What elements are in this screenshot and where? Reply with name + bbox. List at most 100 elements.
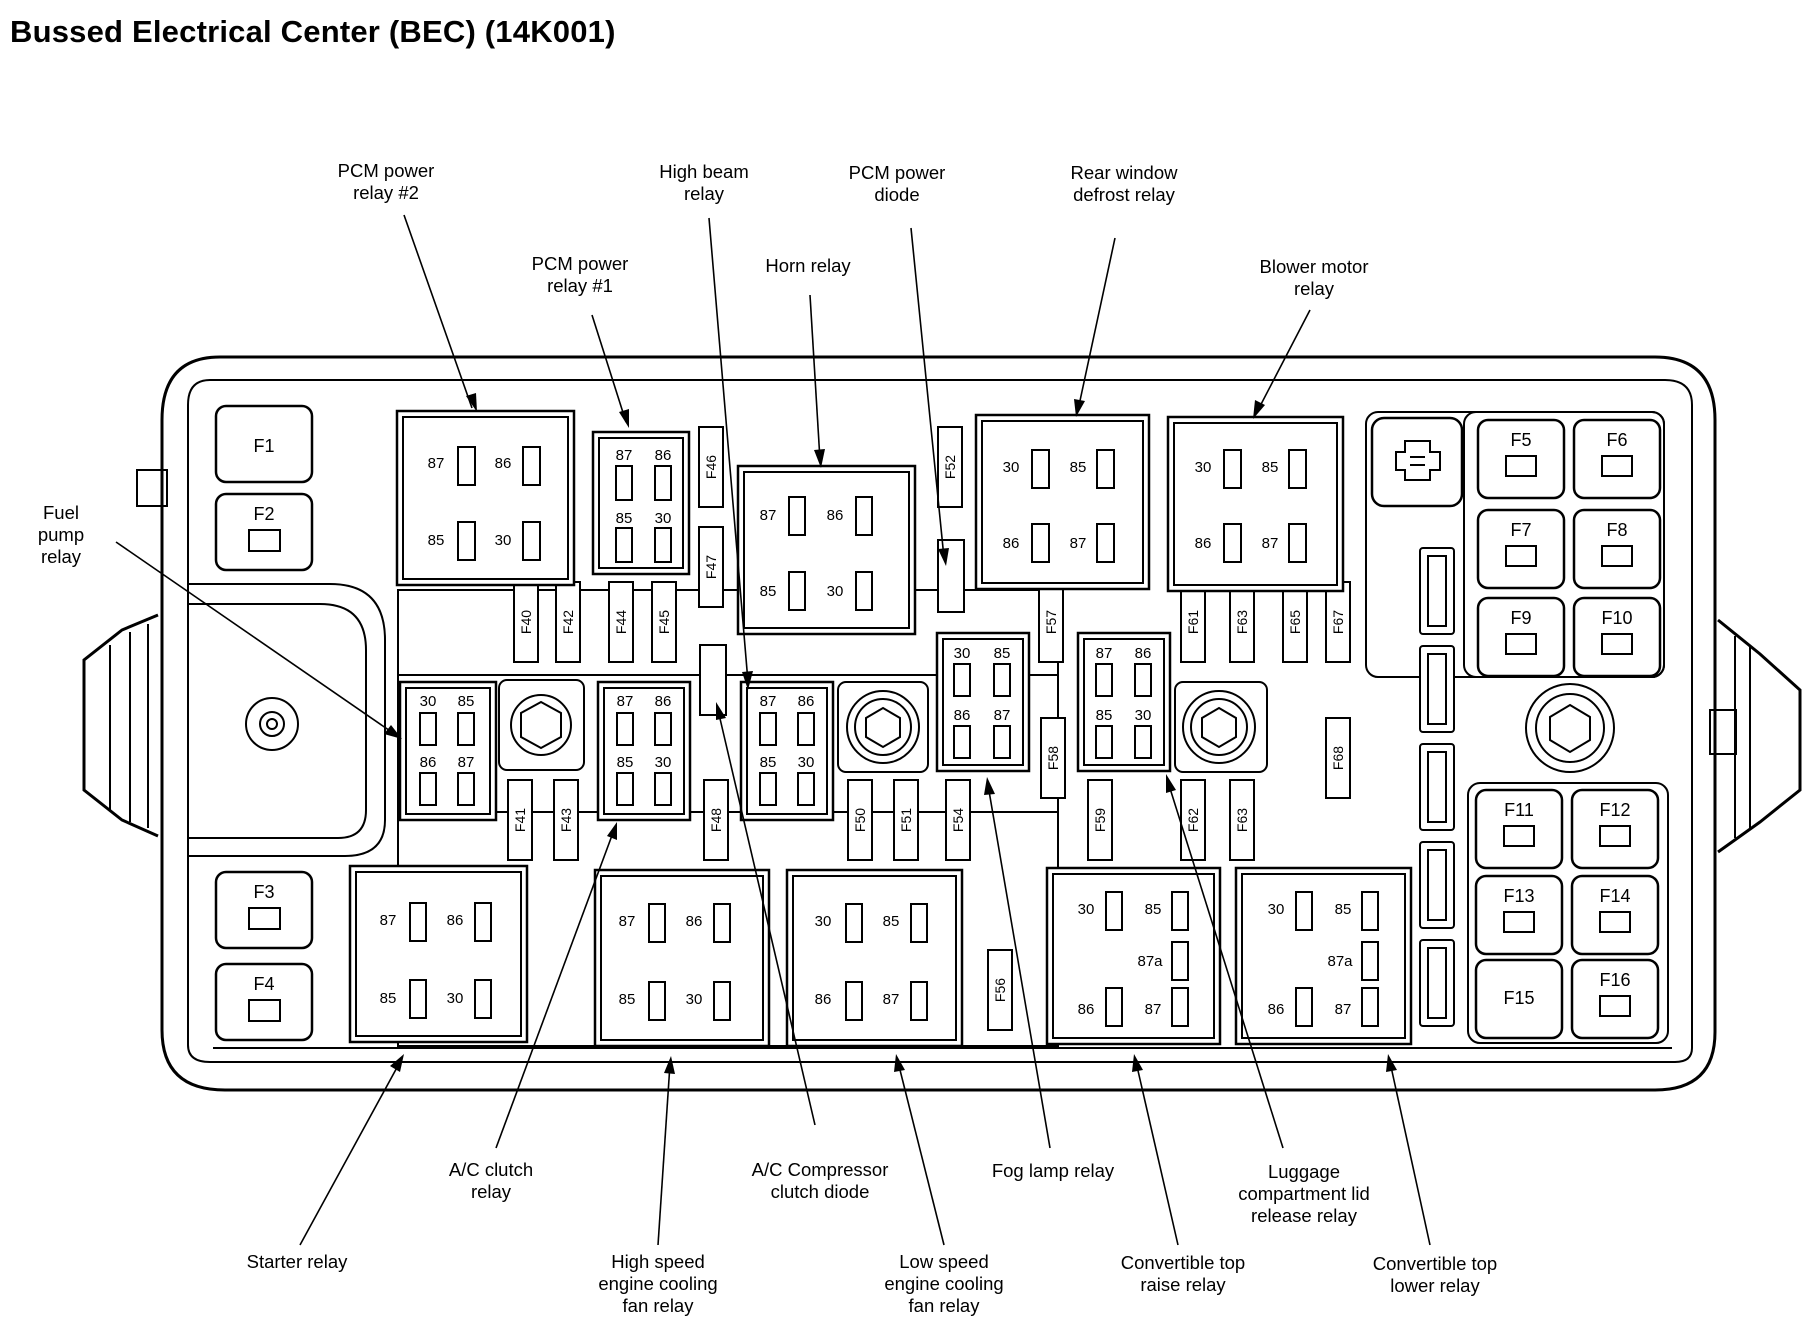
mini-fuse-label: F63 [1234, 808, 1250, 832]
callout-low-speed-fan-relay: Low speed engine cooling fan relay [884, 1251, 1003, 1316]
bottom-row-fuse-slot [847, 779, 873, 861]
fuse-f7-label: F7 [1510, 520, 1531, 540]
pin-label: 30 [495, 532, 512, 549]
bottom-row-fuse-slot [893, 779, 919, 861]
mini-fuse-label: F41 [512, 808, 528, 832]
top-row-fuse-slot [608, 581, 634, 663]
fuse-f3: F3 [214, 870, 314, 950]
fuse-f13: F13 [1474, 874, 1564, 956]
pin-label: 85 [380, 990, 397, 1007]
pin-label: 30 [798, 754, 815, 771]
fuse-f9: F9 [1476, 596, 1566, 678]
callout-line: Horn relay [765, 255, 851, 276]
callout-line: engine cooling [598, 1273, 717, 1294]
ac-compressor-clutch-diode [699, 644, 727, 716]
top-row-fuse-slot [1229, 581, 1255, 663]
fuse-f4: F4 [214, 962, 314, 1042]
mini-fuse-label: F58 [1045, 746, 1061, 770]
callout-line: Rear window [1071, 162, 1179, 183]
pin-label: 30 [827, 583, 844, 600]
relay-convertible-top-raise: 30 85 87a 86 87 [1045, 866, 1222, 1046]
callout-line: relay [41, 546, 82, 567]
callout-high-beam-relay: High beam relay [659, 161, 748, 204]
fuse-f4-label: F4 [253, 974, 274, 994]
callout-line: PCM power [849, 162, 946, 183]
callout-starter-relay: Starter relay [247, 1251, 349, 1272]
callout-line: PCM power [532, 253, 629, 274]
fuse-f5: F5 [1476, 418, 1566, 500]
callout-line: relay [1294, 278, 1335, 299]
fuse-f1: F1 [214, 404, 314, 484]
pin-label: 30 [686, 991, 703, 1008]
callout-blower-motor-relay: Blower motor relay [1260, 256, 1369, 299]
relay-convertible-top-lower: 30 85 87a 86 87 [1234, 866, 1413, 1046]
mini-fuse-label: F43 [558, 808, 574, 832]
fuse-f14: F14 [1570, 874, 1660, 956]
callout-luggage-lid-release-relay: Luggage compartment lid release relay [1238, 1161, 1370, 1226]
bottom-row-fuse-slot [1040, 717, 1066, 799]
pin-label: 87 [1145, 1001, 1162, 1018]
pin-label: 30 [420, 693, 437, 710]
callout-ac-compressor-clutch-diode: A/C Compressor clutch diode [752, 1159, 889, 1202]
mini-fuse-label: F62 [1185, 808, 1201, 832]
callout-line: relay [684, 183, 725, 204]
mini-fuse-label: F46 [703, 455, 719, 479]
pin-label: 87 [1070, 535, 1087, 552]
relay-high-speed-fan: 87 86 85 30 [593, 868, 771, 1048]
pin-label: 86 [1003, 535, 1020, 552]
callout-convertible-top-raise-relay: Convertible top raise relay [1121, 1252, 1245, 1295]
pin-label: 87 [458, 754, 475, 771]
callout-line: fan relay [623, 1295, 695, 1316]
fuse-f12-label: F12 [1599, 800, 1630, 820]
mini-fuse-label: F48 [708, 808, 724, 832]
mini-fuse-label: F54 [950, 808, 966, 832]
stud-2 [837, 681, 929, 773]
mini-fuse-label: F44 [613, 610, 629, 634]
pin-label: 30 [954, 645, 971, 662]
mini-fuse-label: F50 [852, 808, 868, 832]
relay-ac-clutch: 87 86 85 30 [596, 680, 692, 822]
relay-pcm-power-2: 87 86 85 30 [395, 409, 576, 587]
stud-1 [498, 679, 585, 771]
pin-label: 86 [686, 913, 703, 930]
pin-label: 30 [1135, 707, 1152, 724]
pin-label: 85 [1262, 459, 1279, 476]
callout-pcm-power-relay-1: PCM power relay #1 [532, 253, 629, 296]
mounting-studs [498, 679, 1268, 773]
pin-label: 86 [420, 754, 437, 771]
fuse-f12: F12 [1570, 788, 1660, 870]
mini-fuse-label: F59 [1092, 808, 1108, 832]
callout-line: relay [471, 1181, 512, 1202]
callout-line: High beam [659, 161, 748, 182]
callout-line: Fuel [43, 502, 79, 523]
bottom-row-fuse-slot [987, 949, 1013, 1031]
pin-label: 86 [1268, 1001, 1285, 1018]
bottom-row-fuse-slot [945, 779, 971, 861]
pin-label: 85 [617, 754, 634, 771]
relay-rear-window-defrost: 30 85 86 87 [974, 413, 1151, 591]
pin-label: 87 [760, 693, 777, 710]
fuse-f16: F16 [1570, 958, 1660, 1040]
pin-label: 30 [655, 754, 672, 771]
callout-line: fan relay [909, 1295, 981, 1316]
fuse-f3-label: F3 [253, 882, 274, 902]
pin-label: 86 [827, 507, 844, 524]
fuse-f11-label: F11 [1504, 800, 1534, 820]
pin-label: 85 [1096, 707, 1113, 724]
pin-label: 85 [883, 913, 900, 930]
fuse-f5-label: F5 [1510, 430, 1531, 450]
pin-label: 85 [458, 693, 475, 710]
pin-label: 85 [760, 583, 777, 600]
callout-line: Convertible top [1121, 1252, 1245, 1273]
callout-fuel-pump-relay: Fuel pump relay [38, 502, 84, 567]
pin-label: 30 [655, 510, 672, 527]
bottom-row-fuse-slot [1229, 779, 1255, 861]
fuse-f15-label: F15 [1503, 988, 1534, 1008]
mini-fuse-label: F57 [1043, 610, 1059, 634]
callout-horn-relay: Horn relay [765, 255, 851, 276]
relay-blower-motor: 30 85 86 87 [1166, 415, 1345, 593]
pin-label: 86 [655, 447, 672, 464]
mini-fuse-label: F65 [1287, 610, 1303, 634]
top-row-fuse-slot [1038, 581, 1064, 663]
mini-fuse-label: F47 [703, 555, 719, 579]
